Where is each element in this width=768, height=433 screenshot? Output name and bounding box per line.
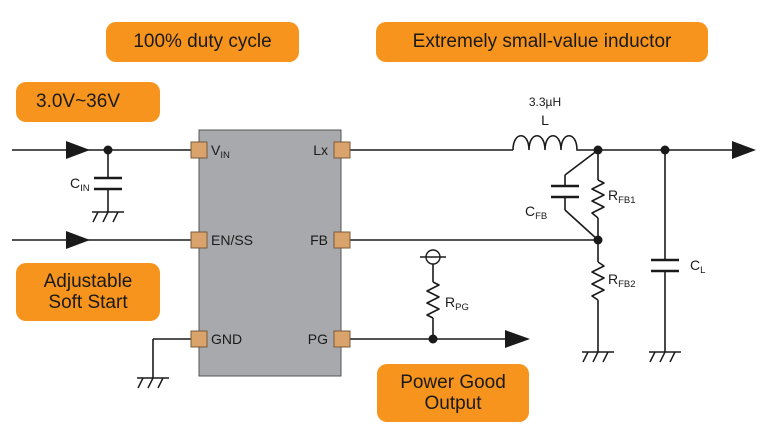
junction-pg (428, 334, 438, 344)
rpg-label: RPG (445, 294, 469, 313)
ground-gnd (137, 377, 169, 389)
junction-cl (660, 145, 670, 155)
power-good-badge: Power Good Output (377, 364, 529, 422)
pin-en-ss-label: EN/SS (211, 232, 253, 248)
rfb2-resistor (591, 261, 605, 301)
ground-rfb2 (582, 351, 614, 363)
soft-start-line1: Adjustable (43, 270, 133, 292)
pin-fb-label: FB (310, 232, 328, 248)
soft-start-badge: Adjustable Soft Start (16, 263, 160, 321)
pin-gnd (190, 330, 208, 348)
pin-lx (333, 141, 351, 159)
cin-capacitor (94, 176, 122, 191)
ground-cl (649, 351, 681, 363)
cl-label: CL (690, 257, 705, 276)
cfb-label: CFB (525, 203, 547, 222)
rpg-resistor (426, 281, 440, 319)
pin-pg-label: PG (308, 331, 328, 347)
pin-pg (333, 330, 351, 348)
vin-arrow (66, 141, 90, 159)
junction-lx-out (593, 145, 603, 155)
grounds (92, 211, 681, 389)
rfb1-label: RFB1 (608, 187, 636, 206)
pin-gnd-label: GND (211, 331, 242, 347)
power-good-line2: Output (424, 393, 482, 414)
cin-label: CIN (70, 175, 90, 194)
pin-lx-label: Lx (313, 142, 328, 158)
cfb-capacitor (551, 184, 579, 199)
resistors (426, 179, 605, 319)
inductor-name-label: L (541, 112, 549, 128)
pg-arrow (505, 330, 530, 348)
junction-vin (103, 145, 113, 155)
rfb2-label: RFB2 (608, 271, 636, 290)
cl-capacitor (651, 258, 679, 273)
pin-pads (190, 141, 351, 348)
junctions (103, 145, 670, 344)
pin-vin-label: VIN (211, 142, 230, 161)
inductor-label: Extremely small-value inductor (412, 31, 672, 53)
inductor-badge: Extremely small-value inductor (376, 22, 708, 62)
en-arrow (66, 231, 90, 249)
pin-vin (190, 141, 208, 159)
voltage-label: 3.0V~36V (36, 91, 120, 113)
pin-en-ss (190, 231, 208, 249)
pin-fb (333, 231, 351, 249)
pullup-terminal (420, 249, 446, 265)
inductor-value-label: 3.3µH (529, 95, 561, 109)
duty-cycle-badge: 100% duty cycle (106, 22, 299, 62)
ground-cin (92, 211, 124, 223)
wires (12, 149, 738, 378)
capacitors (94, 176, 679, 273)
junction-fb (593, 235, 603, 245)
rfb1-resistor (591, 179, 605, 219)
voltage-badge: 3.0V~36V (16, 82, 160, 122)
soft-start-line2: Soft Start (48, 292, 128, 313)
arrows (66, 141, 756, 348)
power-good-line1: Power Good (400, 371, 506, 393)
ic-chip (198, 129, 342, 377)
output-arrow (732, 141, 756, 159)
inductor-coil (512, 134, 578, 151)
duty-cycle-label: 100% duty cycle (133, 31, 272, 53)
